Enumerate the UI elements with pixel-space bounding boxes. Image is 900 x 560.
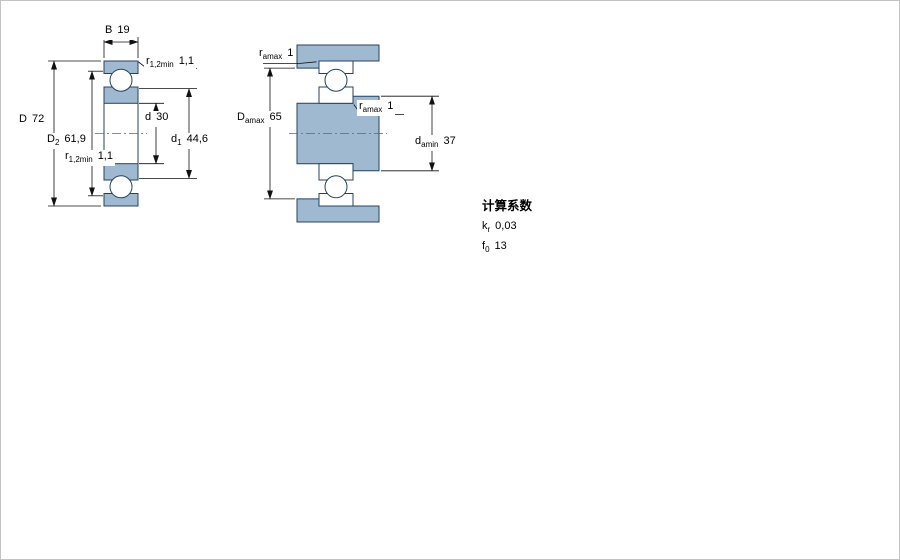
right-bearing-outline	[318, 60, 354, 207]
dim-symbol: d	[415, 135, 422, 147]
dim-symbol: r	[259, 47, 263, 59]
dim-label-shoulder-d1: d1 44,6	[169, 133, 210, 150]
dim-label-outer-diameter-D: D 72	[17, 113, 47, 130]
dim-sub: amin	[421, 140, 439, 150]
dim-sub: amax	[362, 105, 383, 115]
dim-sub: 1,2min	[149, 60, 174, 70]
dim-label-housing-Da: Damax 65	[235, 111, 284, 128]
left-bearing-rings	[103, 60, 139, 207]
left-bearing-balls	[109, 68, 133, 199]
dim-value: 37	[443, 135, 456, 147]
factor-sub: r	[487, 225, 491, 235]
dim-value: 44,6	[186, 133, 208, 145]
dim-value: 72	[31, 113, 45, 125]
dim-sub: 2	[54, 138, 60, 148]
dim-symbol: r	[65, 150, 69, 162]
dim-symbol: r	[146, 55, 150, 67]
dim-value: 30	[156, 111, 169, 123]
dim-value: 1	[287, 47, 294, 59]
dim-label-shoulder-D2: D2 61,9	[45, 133, 88, 150]
calc-factor-f0: f0 13	[482, 240, 532, 254]
factor-symbol: k	[482, 220, 488, 232]
right-dimension-lines	[263, 61, 439, 200]
dim-label-bore-d: d 30	[143, 111, 171, 128]
dim-symbol: d	[145, 111, 152, 123]
calculation-factors-title: 计算系数	[482, 199, 533, 213]
factor-value: 13	[494, 240, 507, 253]
dim-symbol: d	[171, 133, 178, 145]
dim-sub: amax	[262, 52, 283, 62]
dim-label-radius-top: r1,2min 1,1	[144, 55, 196, 72]
factor-sub: 0	[485, 245, 490, 255]
dim-value: 1	[387, 100, 394, 112]
dim-label-radius-bottom: r1,2min 1,1	[63, 150, 115, 167]
dim-sub: amax	[244, 116, 265, 126]
dim-value: 19	[117, 24, 130, 36]
calculation-factors: 计算系数 kr 0,03 f0 13	[482, 195, 532, 254]
dim-label-shaft-da: damin 37	[413, 135, 458, 152]
dim-value: 65	[269, 111, 282, 123]
dim-label-width-B: B 19	[103, 24, 132, 41]
dim-value: 1,1	[97, 150, 113, 162]
dim-value: 1,1	[178, 55, 194, 67]
dim-sub: 1,2min	[68, 155, 93, 165]
dim-symbol: D	[237, 111, 245, 123]
dim-symbol: B	[105, 24, 113, 36]
calc-factor-kr: kr 0,03	[482, 220, 532, 234]
dim-label-fillet-ra-mid: ramax 1	[357, 100, 396, 117]
dim-symbol: D	[19, 113, 27, 125]
dim-label-fillet-ra-top: ramax 1	[257, 47, 296, 64]
dim-symbol: D	[47, 133, 55, 145]
dim-symbol: r	[359, 100, 363, 112]
factor-value: 0,03	[495, 220, 517, 232]
dim-sub: 1	[177, 138, 182, 148]
factor-symbol: f	[482, 240, 486, 253]
dim-value: 61,9	[64, 133, 86, 145]
